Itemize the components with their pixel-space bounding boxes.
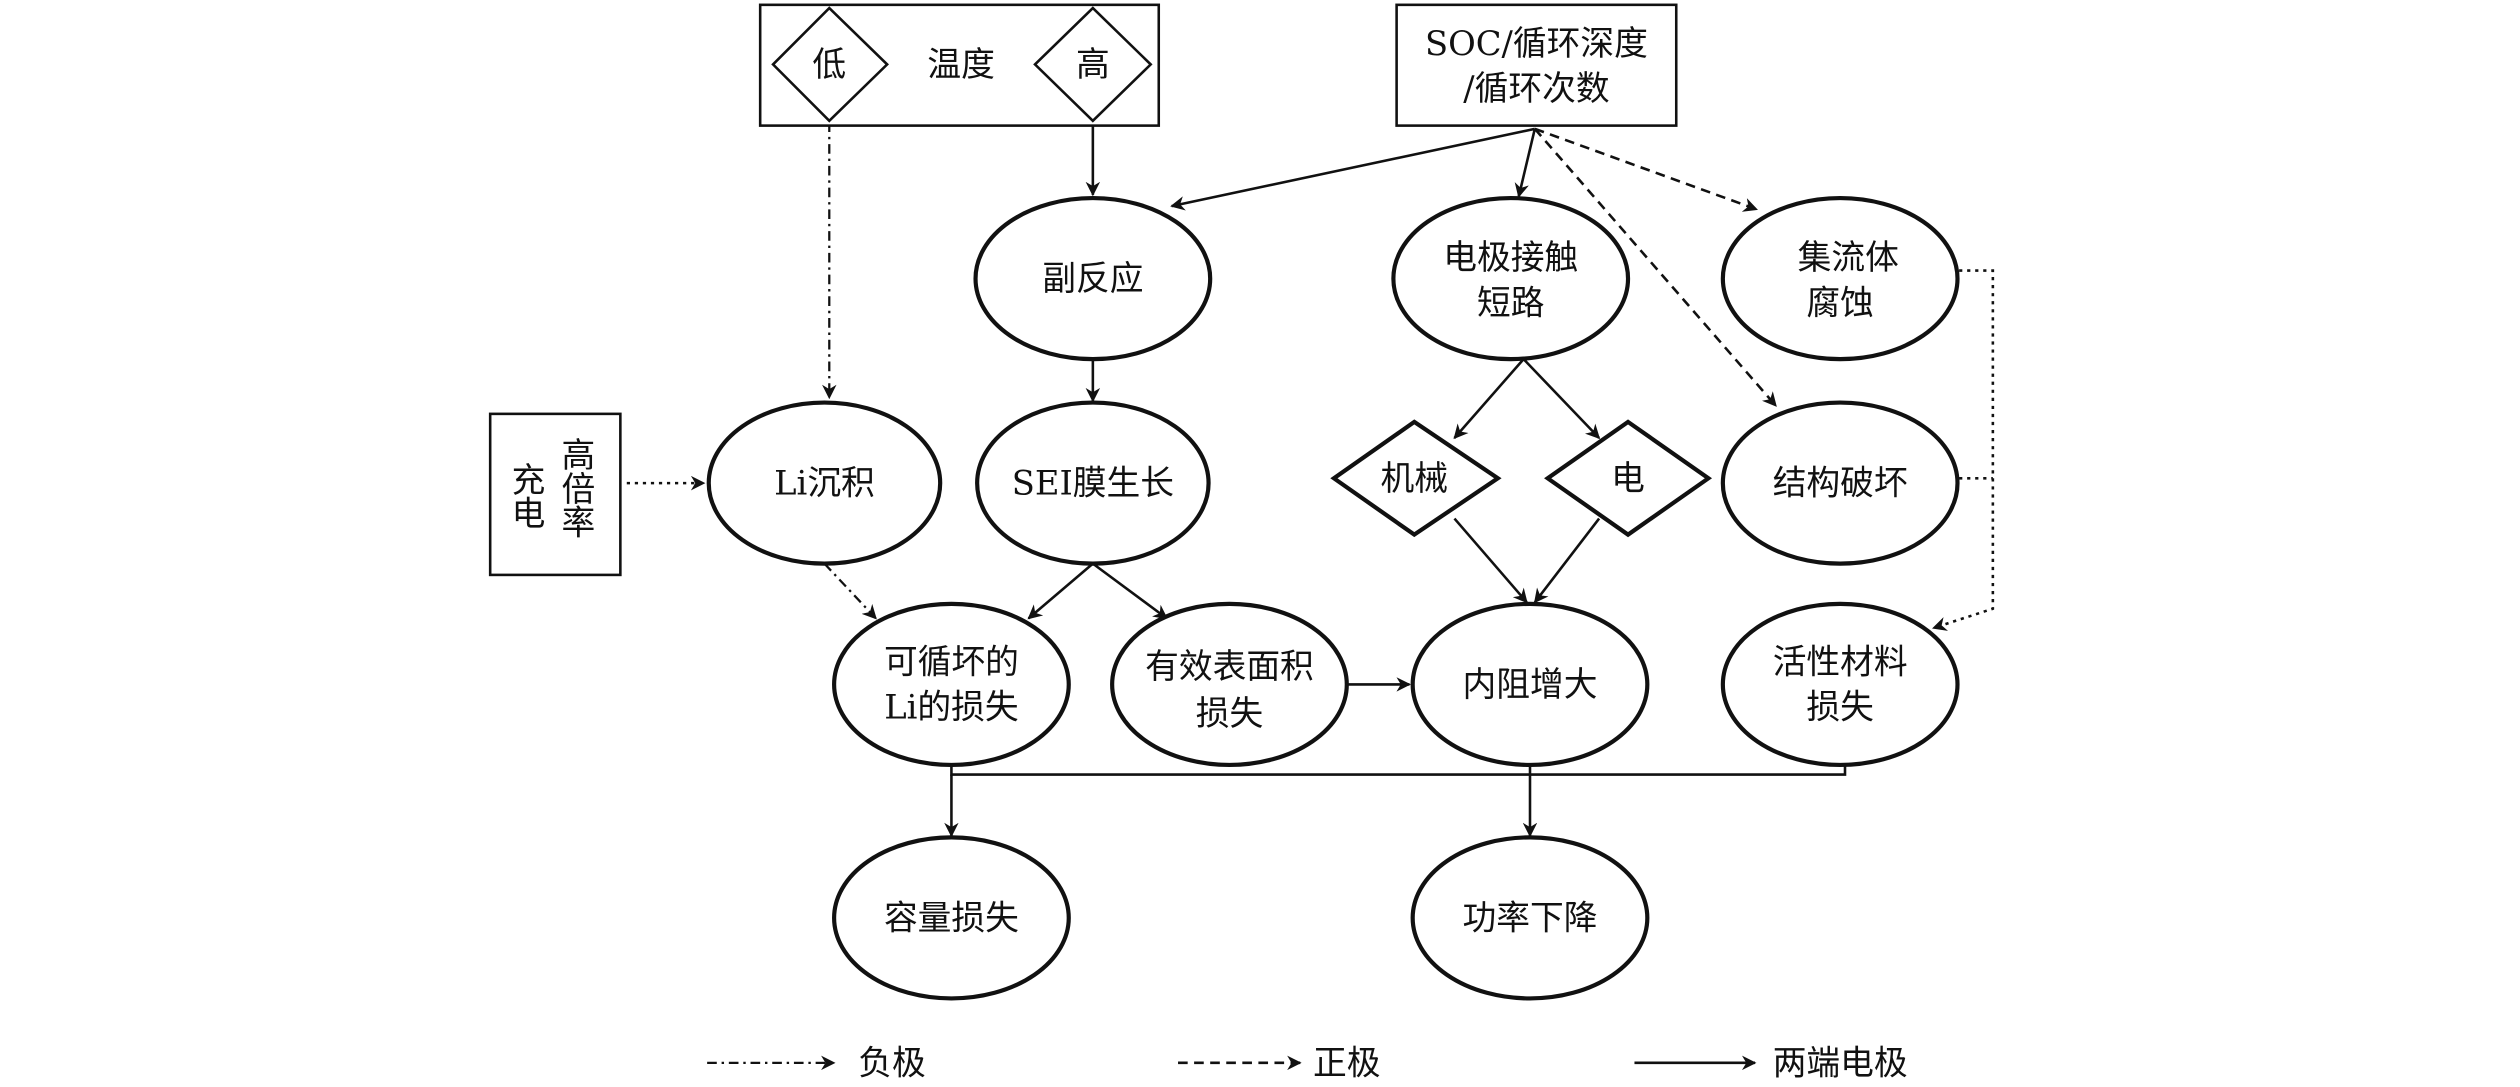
edge-mechanical-to-resistance — [1453, 517, 1528, 604]
temperature-label: 温度 — [927, 45, 994, 84]
label: 有效表面积 — [1145, 647, 1314, 686]
node-li-deposition: Li沉积 — [706, 400, 943, 566]
label: 电极接触 — [1443, 238, 1578, 277]
node-structure-damage: 结构破坏 — [1720, 400, 1960, 566]
label: 功率下降 — [1463, 898, 1598, 937]
label: 内阻增大 — [1463, 665, 1598, 704]
label: 副反应 — [1042, 259, 1143, 298]
edge-electrical-to-resistance — [1533, 517, 1601, 604]
edge-collector-to-active-material — [1932, 269, 1995, 631]
label: 容量损失 — [884, 898, 1019, 937]
edge-soc-to-contact — [1514, 128, 1537, 198]
high-rate-col2: 充电 — [506, 462, 545, 530]
high-rate-col1: 高倍率 — [556, 437, 595, 539]
edge-contact-to-electrical — [1522, 358, 1601, 440]
label: 结构破坏 — [1773, 464, 1908, 503]
node-electrical: 电 — [1544, 419, 1713, 538]
label: SEI膜生长 — [1012, 464, 1174, 503]
label: 短路 — [1477, 283, 1544, 322]
soc-line2: /循环次数 — [1463, 69, 1609, 108]
label: 损失 — [1806, 687, 1873, 726]
low-diamond — [771, 6, 889, 123]
node-resistance-increase: 内阻增大 — [1410, 601, 1650, 768]
label: 电 — [1611, 459, 1645, 498]
label: 机械 — [1381, 459, 1448, 498]
label: Li的损失 — [884, 687, 1018, 726]
legend-label-negative: 负极 — [858, 1043, 925, 1082]
node-li-loss: 可循坏的 Li的损失 — [832, 601, 1071, 768]
node-mechanical: 机械 — [1330, 419, 1502, 538]
edge-bus — [950, 764, 1847, 776]
legend-label-both: 两端电极 — [1773, 1043, 1908, 1082]
high-rate-box: 高倍率 充电 — [488, 412, 622, 577]
edges — [626, 122, 1995, 838]
edge-soc-to-structure — [1533, 127, 1777, 407]
soc-box: SOC/循环深度 /循环次数 — [1395, 3, 1678, 127]
edge-li-deposition-to-li-loss — [823, 562, 877, 620]
edge-soc-to-collector — [1534, 127, 1758, 212]
label: 集流体 — [1798, 238, 1899, 277]
soc-line1: SOC/循环深度 — [1425, 24, 1648, 63]
edge-soc-to-side-reaction — [1170, 127, 1536, 211]
node-sei-growth: SEI膜生长 — [975, 400, 1211, 566]
node-power-decline: 功率下降 — [1410, 835, 1650, 1001]
label: 腐蚀 — [1806, 283, 1873, 322]
edge-sei-to-li-loss — [1027, 562, 1094, 620]
edge-contact-to-mechanical — [1453, 358, 1525, 440]
legend-label-positive: 正极 — [1313, 1043, 1380, 1082]
label: 活性材料 — [1773, 642, 1908, 681]
high-label: 高 — [1076, 45, 1110, 84]
legend: 负极 正极 两端电极 — [707, 1043, 1908, 1082]
label: 可循坏的 — [884, 642, 1019, 681]
label: 损失 — [1196, 694, 1263, 733]
node-side-reaction: 副反应 — [973, 195, 1213, 362]
low-label: 低 — [812, 45, 846, 84]
high-diamond — [1033, 6, 1153, 123]
node-capacity-loss: 容量损失 — [832, 835, 1071, 1001]
temperature-box: 低 温度 高 — [758, 3, 1161, 127]
label: Li沉积 — [774, 464, 875, 503]
edge-sei-to-surface-loss — [1092, 562, 1168, 620]
